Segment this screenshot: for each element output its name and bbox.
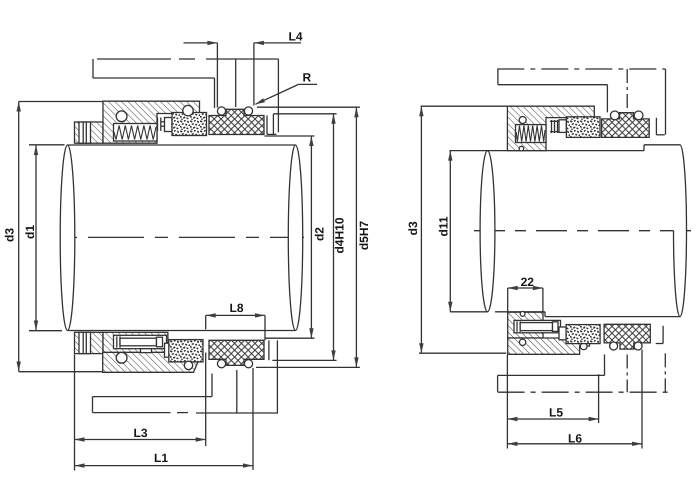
svg-text:L1: L1 [154, 451, 168, 465]
svg-text:d2: d2 [313, 227, 327, 241]
svg-text:d1: d1 [23, 225, 37, 239]
svg-text:d4H10: d4H10 [333, 217, 347, 253]
svg-text:d5H7: d5H7 [357, 221, 371, 251]
svg-text:d3: d3 [3, 228, 17, 242]
svg-text:d11: d11 [436, 216, 450, 236]
svg-text:22: 22 [521, 275, 535, 289]
svg-text:L6: L6 [568, 431, 582, 445]
svg-text:L3: L3 [133, 426, 147, 440]
svg-text:d3: d3 [406, 221, 420, 235]
svg-text:L4: L4 [288, 30, 302, 44]
svg-text:R: R [302, 71, 311, 85]
svg-text:L8: L8 [229, 301, 243, 315]
svg-text:L5: L5 [549, 406, 563, 420]
